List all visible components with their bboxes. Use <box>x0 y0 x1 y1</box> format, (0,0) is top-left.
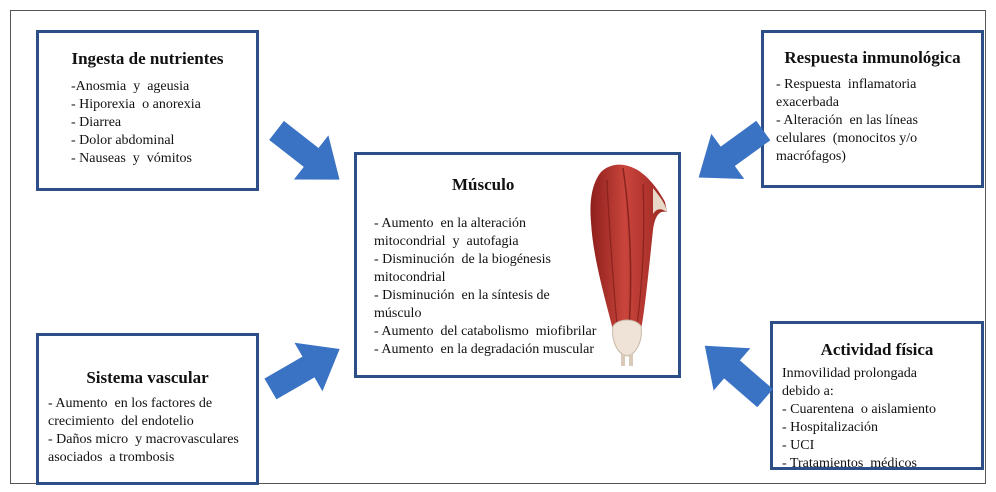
list-item: celulares (monocitos y/o <box>776 130 981 148</box>
sistema-vascular-box: Sistema vascular - Aumento en los factor… <box>36 333 259 485</box>
inmuno-title: Respuesta inmunológica <box>764 48 981 68</box>
list-item: - Aumento en los factores de <box>48 395 256 413</box>
list-item: debido a: <box>782 383 981 401</box>
list-item: - Tratamientos médicos <box>782 455 981 473</box>
list-item: - Nauseas y vómitos <box>71 150 256 168</box>
list-item: - Alteración en las líneas <box>776 112 981 130</box>
list-item: - Dolor abdominal <box>71 132 256 150</box>
ingesta-nutrientes-box: Ingesta de nutrientes -Anosmia y ageusia… <box>36 30 259 191</box>
list-item: macrófagos) <box>776 148 981 166</box>
list-item: - UCI <box>782 437 981 455</box>
list-item: - Hospitalización <box>782 419 981 437</box>
ingesta-title: Ingesta de nutrientes <box>39 49 256 69</box>
actividad-fisica-box: Actividad física Inmovilidad prolongada … <box>770 321 984 470</box>
actividad-list: Inmovilidad prolongada debido a: - Cuare… <box>782 365 981 473</box>
ingesta-list: -Anosmia y ageusia - Hiporexia o anorexi… <box>71 78 256 168</box>
respuesta-inmunologica-box: Respuesta inmunológica - Respuesta infla… <box>761 30 984 188</box>
inmuno-list: - Respuesta inflamatoria exacerbada - Al… <box>776 76 981 166</box>
list-item: - Hiporexia o anorexia <box>71 96 256 114</box>
list-item: - Daños micro y macrovasculares <box>48 431 256 449</box>
list-item: -Anosmia y ageusia <box>71 78 256 96</box>
vascular-list: - Aumento en los factores de crecimiento… <box>48 395 256 467</box>
list-item: - Cuarentena o aislamiento <box>782 401 981 419</box>
thigh-muscle-illustration <box>583 158 673 368</box>
list-item: - Diarrea <box>71 114 256 132</box>
list-item: asociados a trombosis <box>48 449 256 467</box>
list-item: exacerbada <box>776 94 981 112</box>
list-item: Inmovilidad prolongada <box>782 365 981 383</box>
vascular-title: Sistema vascular <box>39 368 256 388</box>
actividad-title: Actividad física <box>773 340 981 360</box>
list-item: crecimiento del endotelio <box>48 413 256 431</box>
list-item: - Respuesta inflamatoria <box>776 76 981 94</box>
